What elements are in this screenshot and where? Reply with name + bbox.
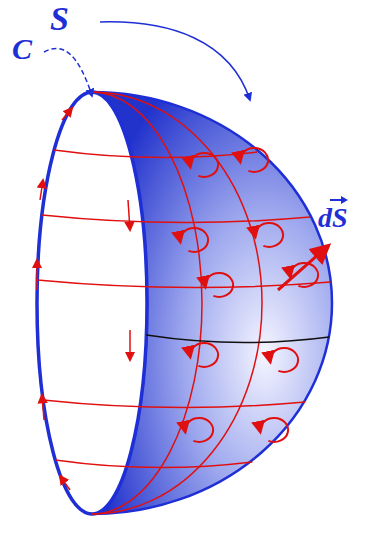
circulation-arrow <box>129 330 131 360</box>
grid-line <box>43 400 305 408</box>
boundary-curve <box>37 92 147 514</box>
normal-vector <box>278 246 328 290</box>
label: S <box>50 2 69 36</box>
circulation-arrow <box>36 260 38 290</box>
circulation-arrow <box>40 180 43 200</box>
label: dS <box>318 204 348 232</box>
circulation-loop <box>260 418 288 442</box>
equator-line <box>146 335 329 343</box>
circulation-loop <box>190 153 218 177</box>
circulation-arrow <box>42 395 44 420</box>
grid-line <box>92 92 262 514</box>
grid-line <box>42 215 310 223</box>
leader-line <box>44 48 92 96</box>
grid-line <box>54 150 257 158</box>
circulation-loop <box>270 348 298 372</box>
circulation-arrow <box>60 476 70 490</box>
circulation-arrow <box>62 108 72 120</box>
leader-line <box>100 22 250 100</box>
circulation-loop <box>190 343 218 367</box>
circulation-loop <box>240 148 268 172</box>
circulation-loop <box>185 418 213 442</box>
grid-line <box>55 460 252 468</box>
circulation-loop <box>180 228 208 252</box>
label: C <box>12 34 32 64</box>
vector-arrow <box>329 195 349 205</box>
circulation-loop <box>205 273 233 297</box>
circulation-arrow <box>128 200 130 230</box>
circulation-loop <box>255 223 283 247</box>
